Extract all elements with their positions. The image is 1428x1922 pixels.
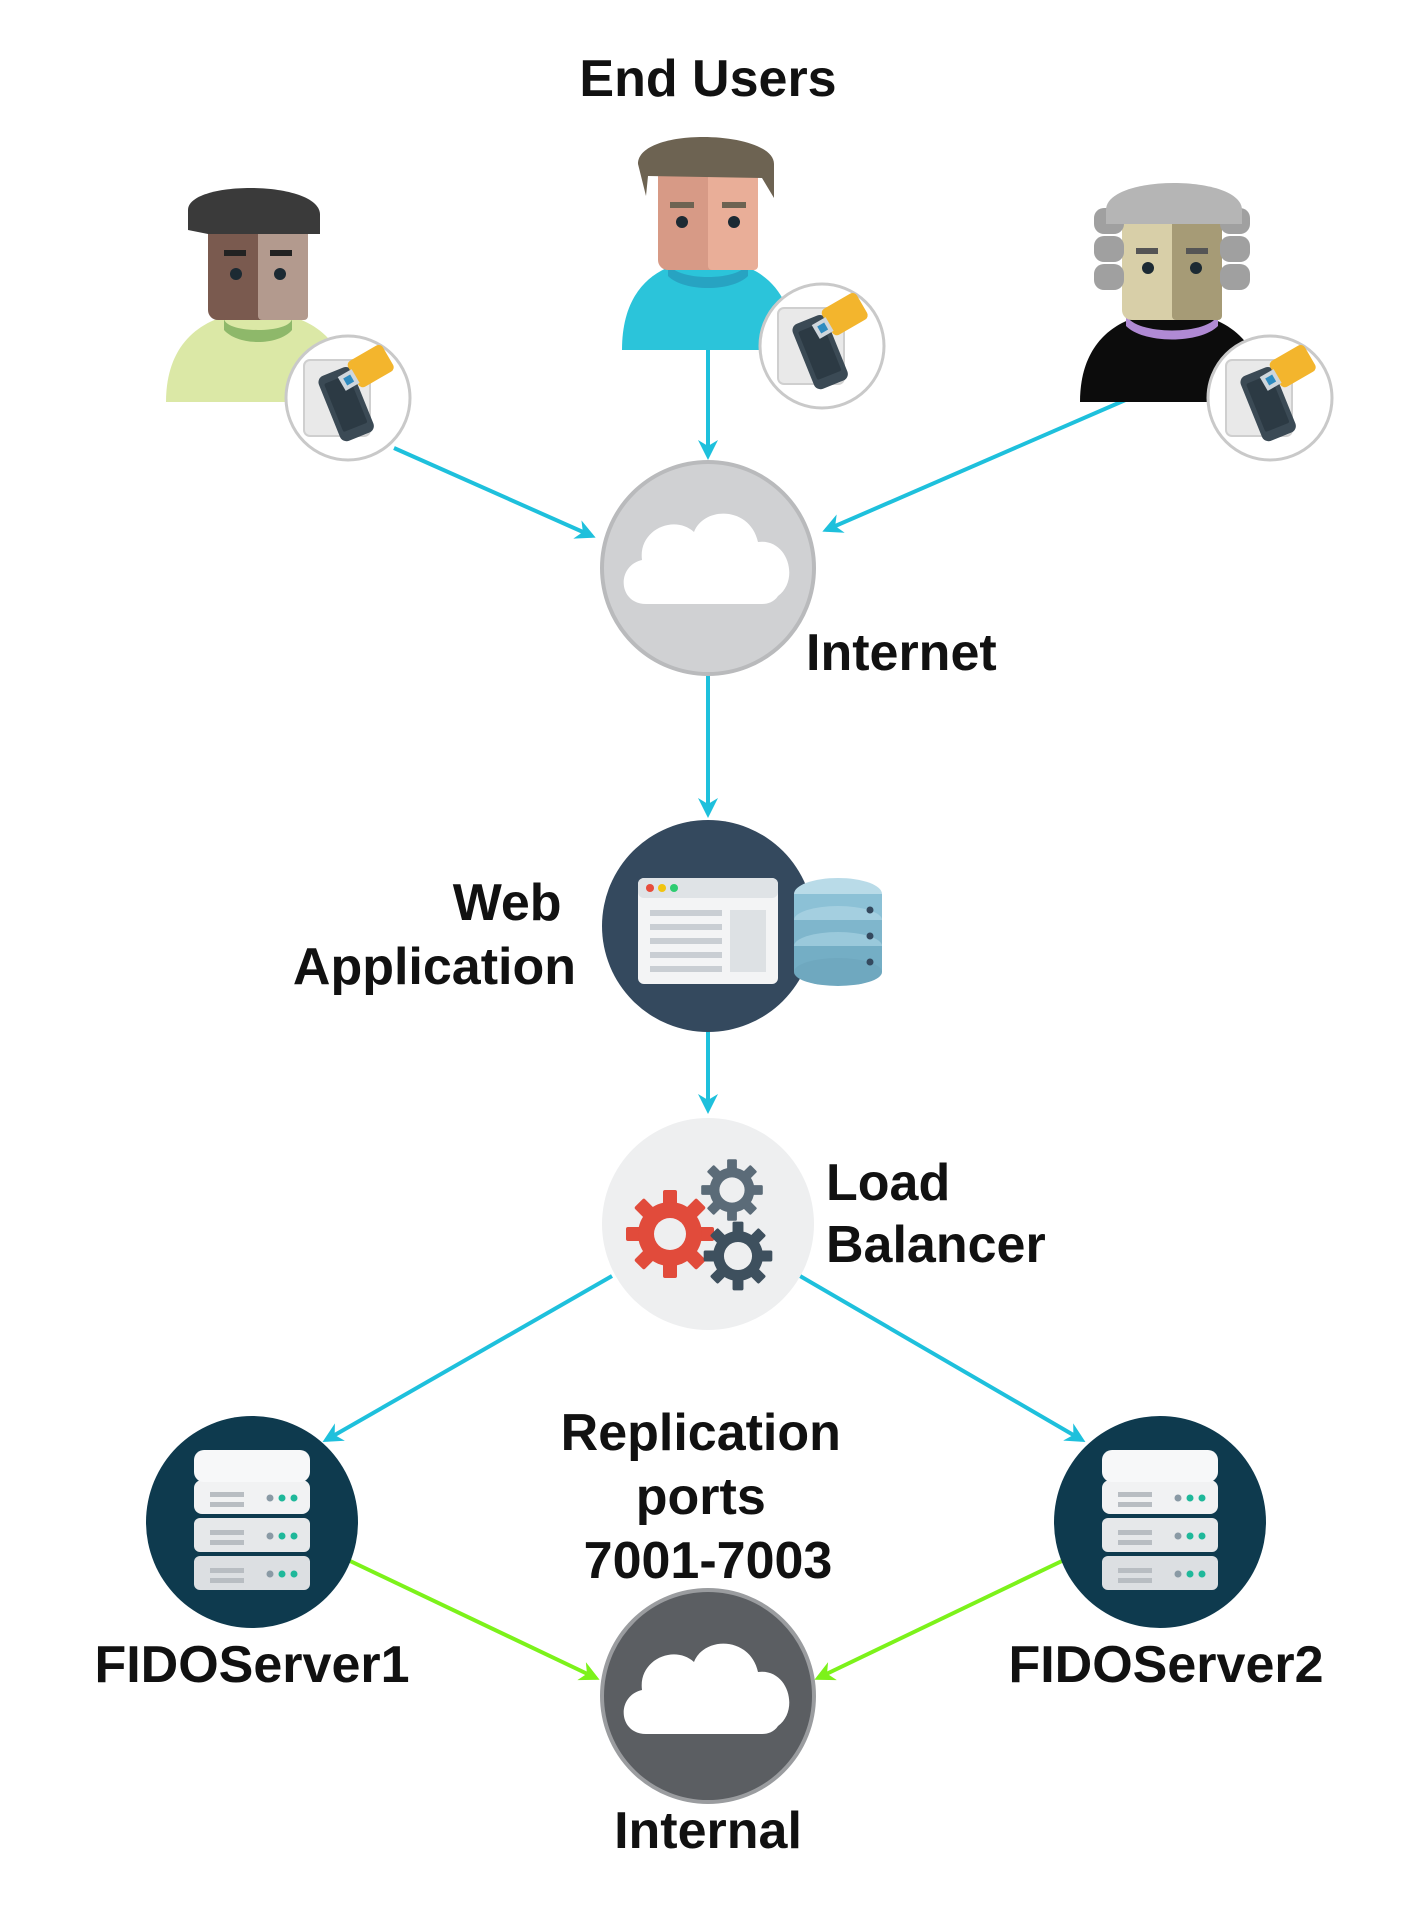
replication-label-line3: 7001-7003 [584, 1532, 833, 1590]
internal-label: Internal [614, 1802, 802, 1860]
security-key-phone-icon [1206, 334, 1334, 462]
load-balancer-label: Load Balancer [826, 1154, 1046, 1274]
edge-user1-internet [393, 446, 596, 539]
gears-icon [626, 1159, 773, 1291]
replication-ports-label: Replication ports 7001-7003 [561, 1404, 856, 1590]
web-application-label-line2: Application [293, 938, 576, 996]
edge-user3-internet [822, 396, 1131, 533]
web-application-node [602, 820, 882, 1032]
internet-label: Internet [806, 624, 997, 682]
server-rack-icon [194, 1450, 310, 1590]
replication-label-line2: ports [636, 1468, 766, 1526]
fido-server2-label: FIDOServer2 [1008, 1636, 1323, 1694]
fido-server2-node [1054, 1416, 1266, 1628]
user-3 [1080, 183, 1334, 462]
security-key-phone-icon [284, 334, 412, 462]
load-balancer-label-line2: Balancer [826, 1216, 1046, 1274]
replication-label-line1: Replication [561, 1404, 841, 1462]
user-1 [166, 187, 412, 462]
edges [322, 330, 1131, 1681]
browser-window-database-icon [638, 878, 882, 986]
edge-loadbalancer-server2 [798, 1274, 1086, 1443]
web-application-label-line1: Web [453, 874, 562, 932]
web-application-label: Web Application [293, 874, 576, 996]
user-2 [622, 136, 886, 410]
user-icon [166, 187, 350, 402]
load-balancer-label-line1: Load [826, 1154, 950, 1212]
user-icon [622, 136, 794, 350]
edge-loadbalancer-server1 [322, 1274, 613, 1442]
edge-server1-internal [347, 1558, 600, 1681]
internal-node [600, 1588, 816, 1804]
fido-server1-label: FIDOServer1 [94, 1636, 409, 1694]
load-balancer-node [602, 1118, 814, 1330]
server-rack-icon [1102, 1450, 1218, 1590]
edge-server2-internal [814, 1558, 1065, 1681]
diagram-title: End Users [579, 50, 836, 108]
security-key-phone-icon [758, 282, 886, 410]
fido-server1-node [146, 1416, 358, 1628]
internet-node [600, 460, 816, 676]
